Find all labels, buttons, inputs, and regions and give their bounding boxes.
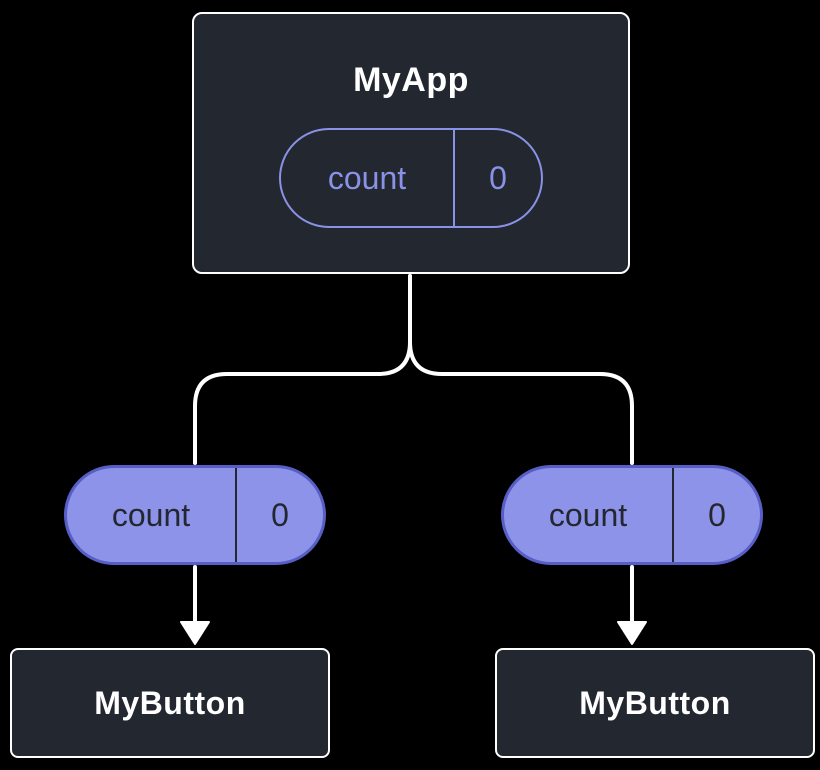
left-child-component-title: MyButton [94, 685, 246, 721]
right-prop-value: 0 [672, 468, 760, 562]
right-child-component-box: MyButton [495, 648, 815, 758]
root-component-box: MyApp count 0 [192, 12, 630, 274]
right-child-component-title: MyButton [579, 685, 731, 721]
left-prop-name: count [111, 496, 191, 533]
root-state-pill: count 0 [279, 128, 543, 228]
root-to-left-connector [193, 274, 412, 465]
root-state-value: 0 [453, 130, 541, 226]
left-prop-value: 0 [235, 468, 323, 562]
root-state-name: count [327, 159, 407, 196]
root-component-title: MyApp [353, 61, 469, 99]
left-child-component-box: MyButton [10, 648, 330, 758]
root-to-right-connector [408, 274, 634, 465]
right-prop-pill: count 0 [501, 465, 763, 565]
left-prop-pill: count 0 [64, 465, 326, 565]
right-arrowhead-icon [617, 621, 647, 645]
right-prop-name: count [548, 496, 628, 533]
left-arrowhead-icon [180, 621, 210, 645]
